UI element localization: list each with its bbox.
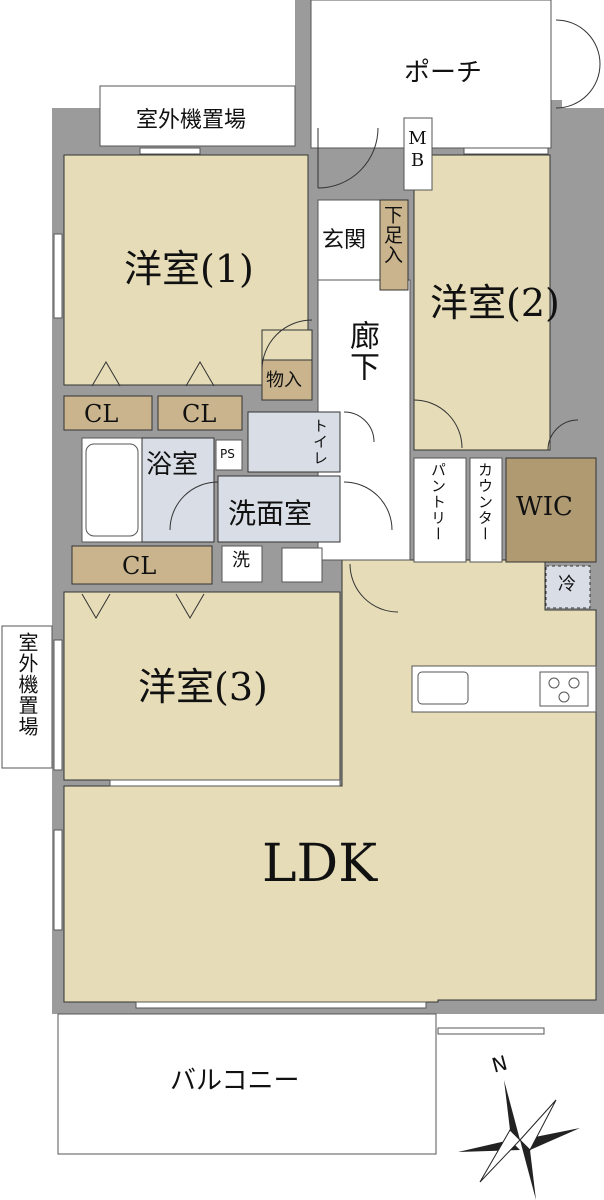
hallway-label: 廊下: [344, 320, 379, 382]
entrance: [317, 199, 381, 281]
pantry-label: パントリー: [429, 462, 447, 542]
storage-label: 物入: [266, 370, 302, 391]
wic: [505, 457, 597, 563]
ps: [215, 439, 243, 471]
closet2-label: CL: [182, 400, 217, 428]
bath-label: 浴室: [146, 450, 199, 480]
cooktop: [539, 671, 589, 707]
pantry: [413, 457, 467, 563]
fridge-label: 冷: [558, 574, 576, 595]
bathtub: [85, 443, 139, 537]
wash-basin: [281, 547, 323, 583]
washer-label: 洗: [232, 550, 250, 571]
closet1: [63, 395, 153, 431]
shoe-storage-label: 下足入: [381, 205, 403, 265]
ldk-label: LDK: [262, 834, 378, 894]
closet3: [71, 545, 213, 585]
bedroom3: [63, 591, 341, 781]
entrance-label: 玄関: [322, 228, 367, 253]
washer-box: [221, 545, 263, 583]
bedroom2: [413, 154, 551, 451]
toilet-label: トイレ: [311, 418, 329, 466]
shoe-storage: [379, 199, 409, 291]
washroom: [217, 475, 341, 543]
outdoor-unit-top-label: 室外機置場: [136, 108, 247, 133]
balcony-label: バルコニー: [170, 1066, 300, 1096]
kitchen-sink: [417, 671, 469, 705]
fridge: [545, 565, 591, 609]
windows: [53, 147, 549, 1035]
counter-label: カウンター: [476, 462, 494, 542]
mb-label: MB: [407, 128, 428, 172]
closet3-label: CL: [122, 552, 157, 580]
porch-label: ポーチ: [404, 58, 483, 88]
bedroom3-label: 洋室(3): [138, 665, 268, 709]
washroom-label: 洗面室: [228, 497, 313, 530]
balcony: [57, 1013, 437, 1155]
compass-rose: [458, 1080, 580, 1200]
toilet-room: [247, 411, 341, 473]
counter: [469, 457, 503, 563]
bedroom1-label: 洋室(1): [124, 247, 254, 291]
storage: [261, 359, 313, 401]
bath-floor: [141, 437, 215, 543]
closet2: [157, 395, 243, 431]
wic-label: WIC: [516, 492, 573, 522]
mb-box: [403, 117, 433, 191]
outdoor-unit-area-top: [99, 85, 296, 147]
closet1-label: CL: [84, 400, 119, 428]
outdoor-unit-area-left: [1, 625, 53, 769]
closet-doors: [81, 361, 215, 619]
door-swings: [169, 19, 601, 613]
bedroom2-label: 洋室(2): [430, 281, 560, 325]
ps-label: PS: [220, 447, 235, 461]
outdoor-unit-left-label: 室外機置場: [15, 632, 39, 737]
